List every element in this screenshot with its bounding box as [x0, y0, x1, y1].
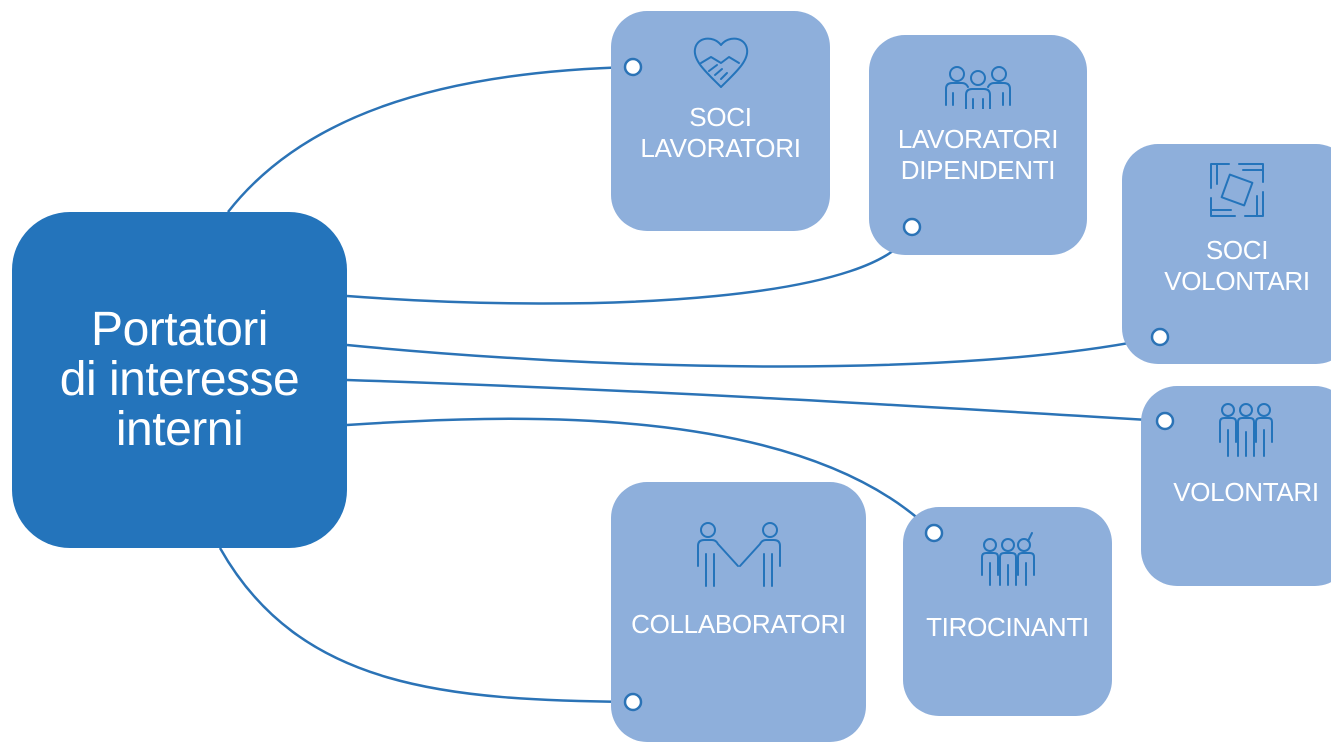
connector-soci-lavoratori: [227, 65, 634, 213]
handshake-heart-icon: [689, 33, 753, 98]
endpoint-soci-volontari: [1150, 327, 1170, 347]
joined-hands-icon: [1207, 160, 1267, 225]
endpoint-volontari: [1155, 411, 1175, 431]
node-tirocinanti-line-1: TIROCINANTI: [926, 612, 1089, 642]
endpoint-lavoratori-dipendenti: [902, 217, 922, 237]
hub-line-3: interni: [115, 403, 244, 456]
endpoint-soci-lavoratori: [623, 57, 643, 77]
endpoint-collaboratori: [623, 692, 643, 712]
endpoint-tirocinanti: [924, 523, 944, 543]
connector-lavoratori-dipendenti: [346, 226, 914, 305]
connector-volontari: [346, 378, 1166, 423]
hub-portatori-interesse-interni: Portatori di interesse interni: [12, 212, 347, 548]
node-lavoratori-dipendenti-line-2: DIPENDENTI: [900, 155, 1056, 185]
node-lavoratori-dipendenti-line-1: LAVORATORI: [897, 124, 1059, 154]
connector-tirocinanti: [346, 417, 935, 534]
node-collaboratori-line-1: COLLABORATORI: [631, 609, 846, 639]
two-people-holding-hands-icon: [694, 522, 784, 593]
node-collaboratori: COLLABORATORI: [611, 482, 866, 742]
people-raised-hand-icon: [980, 531, 1036, 592]
node-soci-volontari-line-2: VOLONTARI: [1164, 266, 1310, 296]
node-soci-volontari-line-1: SOCI: [1205, 235, 1269, 265]
connector-soci-volontari: [346, 335, 1161, 368]
node-volontari-line-1: VOLONTARI: [1173, 477, 1319, 507]
node-tirocinanti: TIROCINANTI: [903, 507, 1112, 716]
node-soci-volontari: SOCI VOLONTARI: [1122, 144, 1331, 364]
node-soci-lavoratori-line-1: SOCI: [689, 102, 752, 132]
hub-line-1: Portatori: [91, 303, 268, 356]
connector-collaboratori: [218, 547, 634, 704]
node-soci-lavoratori-line-2: LAVORATORI: [640, 133, 801, 163]
group-icon: [943, 65, 1013, 114]
three-people-icon: [1218, 402, 1274, 463]
hub-line-2: di interesse: [59, 353, 300, 406]
node-lavoratori-dipendenti: LAVORATORI DIPENDENTI: [869, 35, 1087, 255]
node-soci-lavoratori: SOCI LAVORATORI: [611, 11, 830, 231]
